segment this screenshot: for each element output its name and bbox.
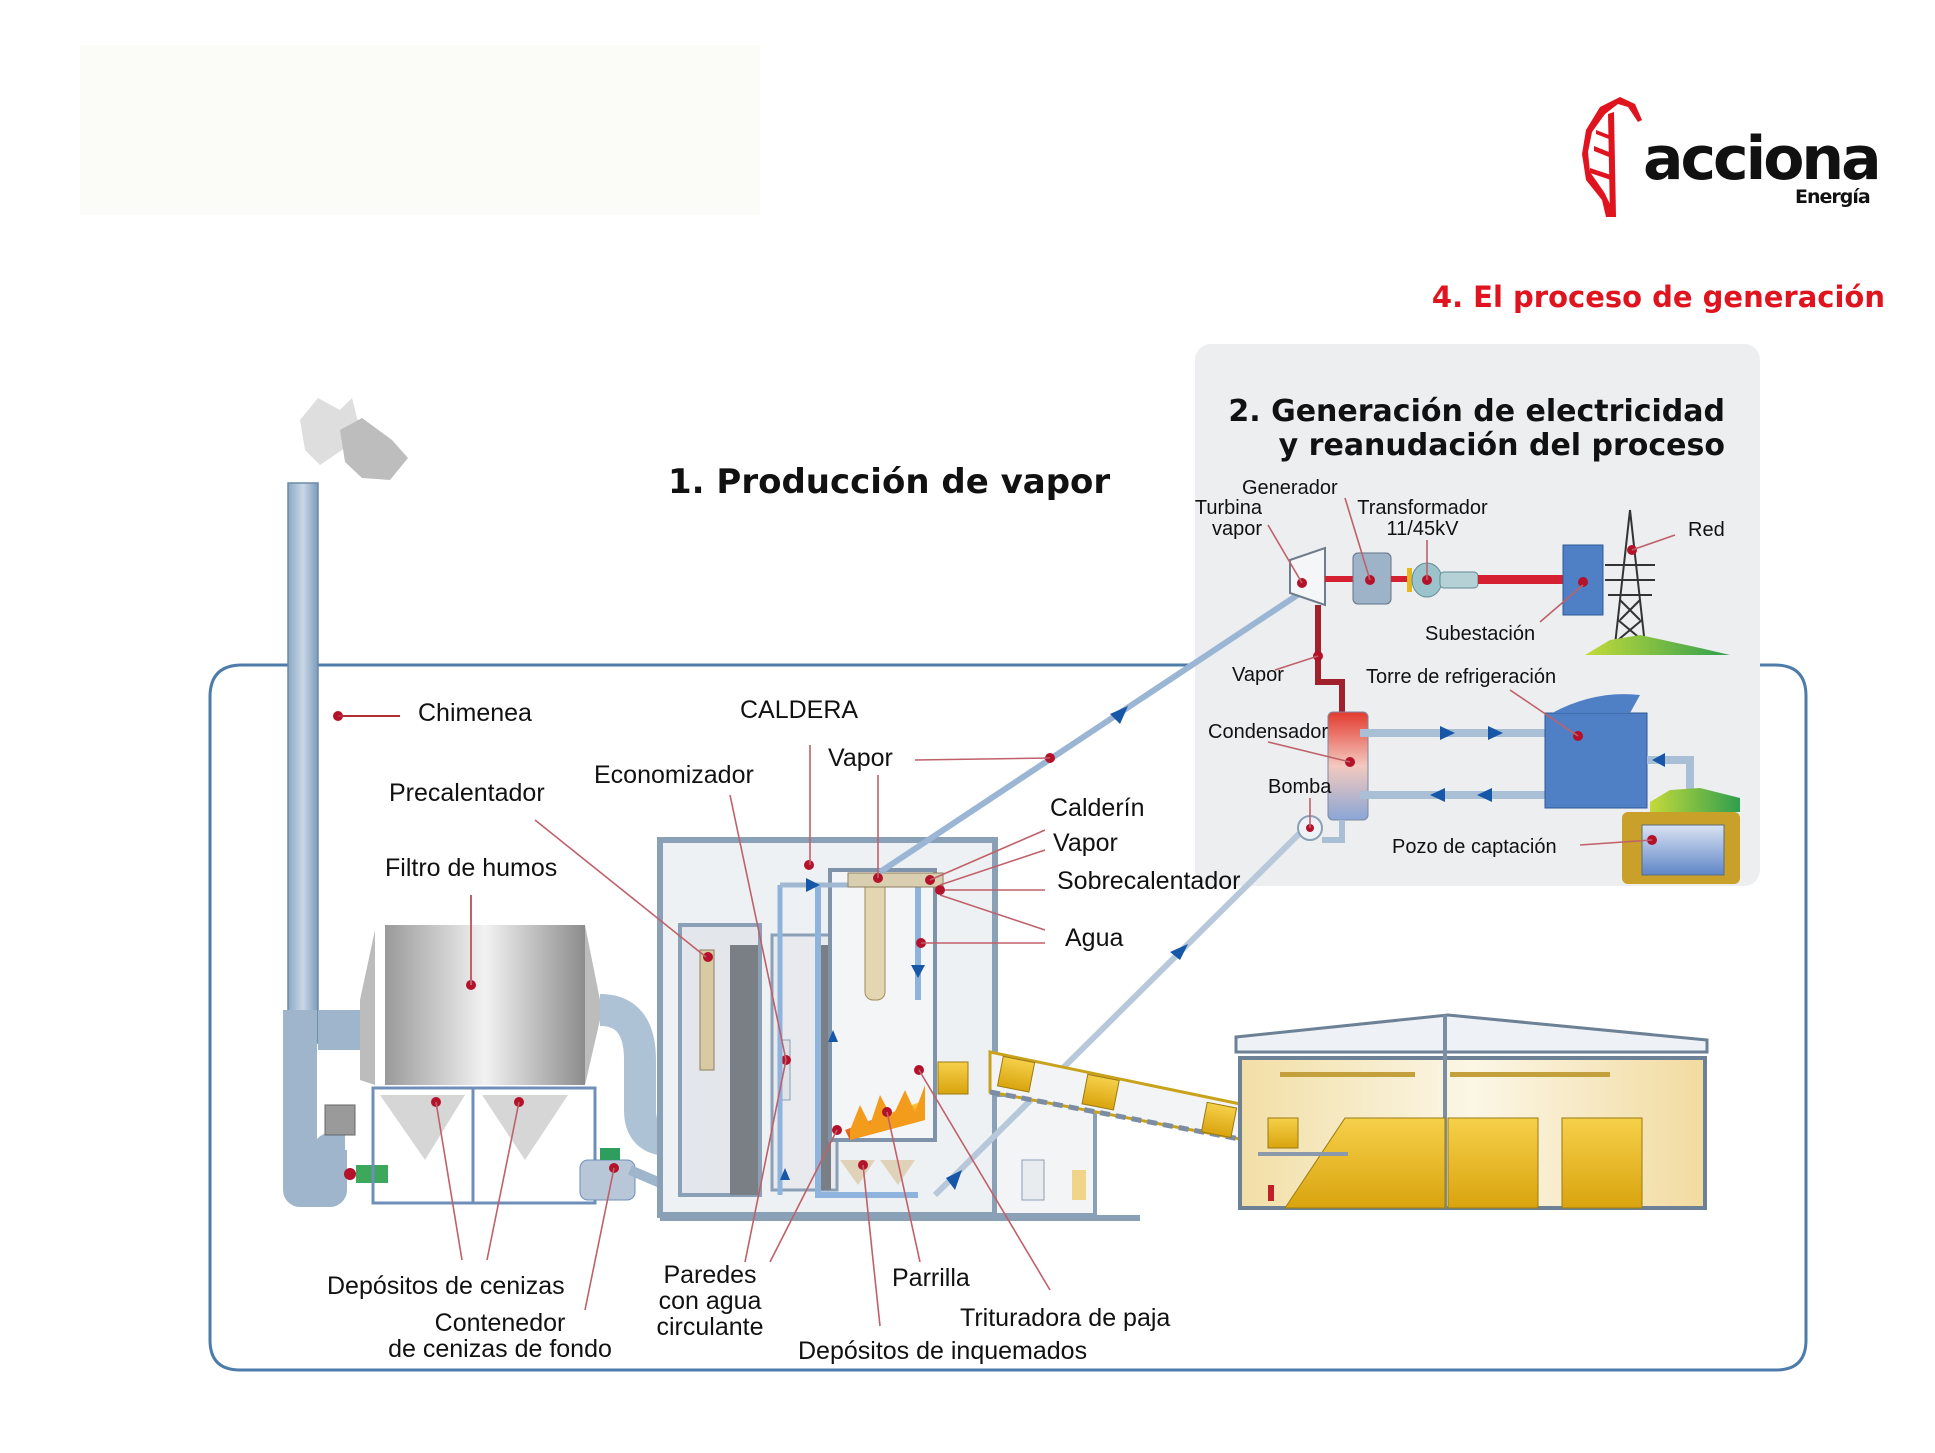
label-turbina-line1: Turbina [1194, 497, 1262, 519]
label-bomba: Bomba [1268, 776, 1332, 798]
label-calderin: Calderín [1050, 794, 1145, 822]
label-paredes-line1: Paredes [663, 1261, 757, 1289]
straw-warehouse [1234, 1013, 1709, 1210]
label-depositos-cenizas: Depósitos de cenizas [327, 1272, 565, 1300]
smoke-cloud [300, 398, 360, 465]
label-economizador: Economizador [594, 761, 754, 789]
label-transformador: Transformador 11/45kV [1345, 498, 1500, 540]
label-condensador: Condensador [1208, 721, 1329, 743]
label-red: Red [1688, 519, 1725, 541]
label-pozo-captacion: Pozo de captación [1392, 836, 1557, 858]
label-contenedor-line2: de cenizas de fondo [388, 1335, 612, 1363]
label-transformador-line1: Transformador [1357, 497, 1488, 519]
label-contenedor: Contenedor de cenizas de fondo [380, 1310, 620, 1362]
label-turbina: Turbina vapor [1170, 498, 1262, 540]
label-parrilla: Parrilla [892, 1264, 970, 1292]
label-vapor-mid: Vapor [1053, 829, 1118, 857]
label-turbina-line2: vapor [1211, 518, 1262, 540]
label-chimenea: Chimenea [418, 699, 532, 727]
leader-lines [435, 497, 1676, 1327]
stage2-title: 2. Generación de electricidad y reanudac… [1228, 395, 1725, 463]
stage1-title: 1. Producción de vapor [668, 462, 1111, 502]
plant-frame [208, 663, 1808, 1372]
label-sobrecalentador: Sobrecalentador [1057, 867, 1241, 895]
section-title: 4. El proceso de generación [1431, 280, 1885, 314]
brand-logo-subtitle: Energía [1795, 186, 1871, 208]
label-filtro-humos: Filtro de humos [385, 854, 558, 882]
label-paredes-line3: circulante [656, 1313, 764, 1341]
stage2-title-line2: y reanudación del proceso [1278, 428, 1725, 463]
label-agua: Agua [1065, 924, 1124, 952]
label-generador: Generador [1242, 477, 1338, 499]
label-subestacion: Subestación [1425, 623, 1536, 645]
label-inquemados: Depósitos de inquemados [798, 1337, 1088, 1365]
brand-logo-text: acciona [1643, 124, 1882, 194]
label-trituradora: Trituradora de paja [960, 1304, 1171, 1332]
faint-watermark [80, 45, 760, 215]
label-caldera: CALDERA [740, 696, 859, 724]
label-torre-refrigeracion: Torre de refrigeración [1366, 666, 1557, 688]
stage2-title-line1: 2. Generación de electricidad [1228, 394, 1725, 429]
chimney [287, 482, 319, 1044]
steam-turbine [1289, 546, 1326, 607]
label-contenedor-line1: Contenedor [434, 1309, 566, 1337]
label-vapor-top: Vapor [828, 744, 893, 772]
acciona-leaf-icon [1582, 97, 1642, 217]
power-pylon [1605, 509, 1655, 646]
label-paredes: Paredes con agua circulante [640, 1262, 780, 1340]
smoke-cloud-2 [340, 418, 408, 480]
cooling-tower [1544, 712, 1648, 809]
label-paredes-line2: con agua [658, 1287, 762, 1315]
label-transformador-line2: 11/45kV [1386, 518, 1459, 540]
filter-fins [385, 925, 585, 1085]
label-precalentador: Precalentador [389, 779, 545, 807]
label-vapor-stage2: Vapor [1232, 664, 1284, 686]
